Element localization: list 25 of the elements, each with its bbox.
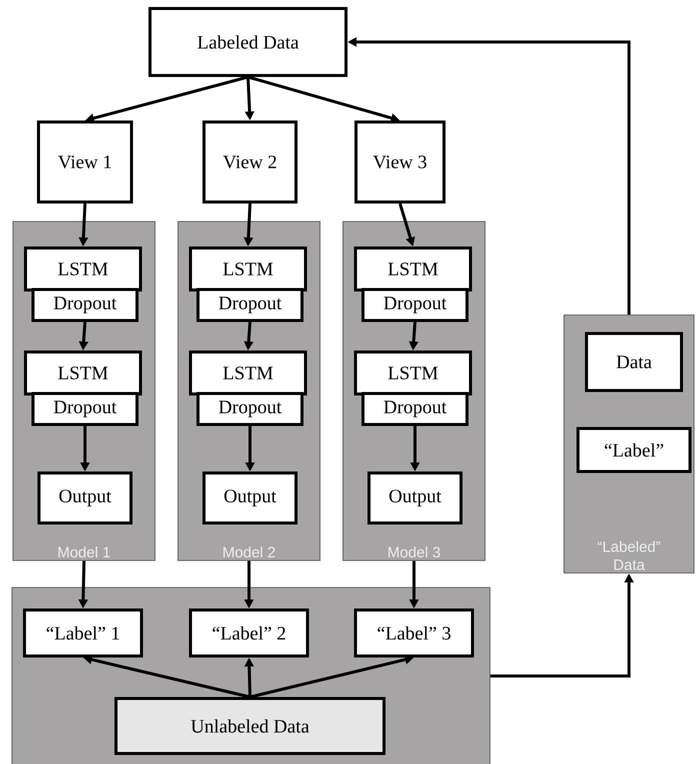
process-box: Output <box>38 472 132 524</box>
process-box: View 3 <box>354 120 446 204</box>
process-box: View 1 <box>37 120 133 204</box>
process-box: LSTM <box>24 350 142 396</box>
process-box: Dropout <box>362 288 468 322</box>
process-box: “Label” 2 <box>189 608 309 658</box>
process-box: LSTM <box>24 246 142 292</box>
process-box: “Label” 1 <box>23 608 143 658</box>
process-box: Dropout <box>196 392 304 426</box>
process-box: LSTM <box>354 350 472 396</box>
process-box: Output <box>368 472 462 524</box>
process-box: “Label” 3 <box>354 608 474 658</box>
process-box: Dropout <box>32 288 138 322</box>
process-box: Output <box>202 472 298 524</box>
process-box: LSTM <box>189 350 307 396</box>
process-box: Dropout <box>32 392 138 426</box>
process-box: “Label” <box>576 427 692 473</box>
process-box: Labeled Data <box>148 7 348 77</box>
process-box: View 2 <box>202 120 298 204</box>
process-box: LSTM <box>189 246 307 292</box>
process-box: Data <box>585 332 683 392</box>
process-box: LSTM <box>354 246 472 292</box>
process-box: Dropout <box>196 288 304 322</box>
process-box: Dropout <box>362 392 468 426</box>
data-box: Unlabeled Data <box>114 697 386 755</box>
